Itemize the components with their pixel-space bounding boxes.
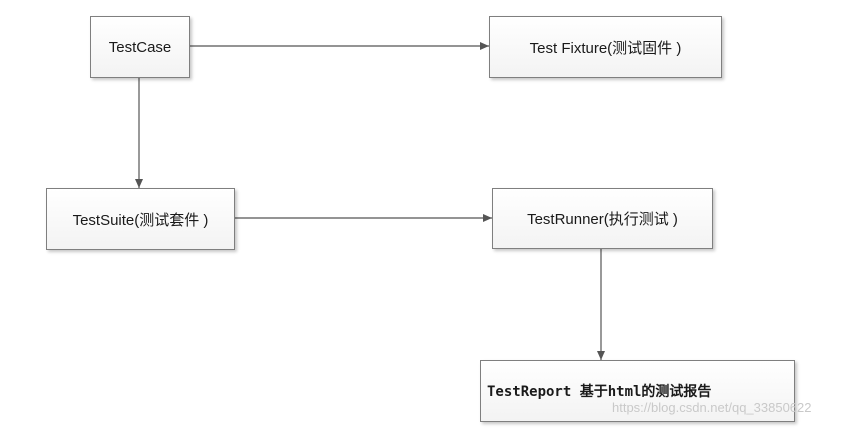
node-testsuite-label: TestSuite(测试套件 ): [72, 211, 209, 229]
watermark: https://blog.csdn.net/qq_33850622: [612, 400, 812, 415]
node-testrunner-label: TestRunner(执行测试 ): [527, 211, 678, 228]
node-testcase-label: TestCase: [108, 38, 172, 56]
node-testsuite: TestSuite(测试套件 ): [46, 188, 235, 250]
node-test-fixture: Test Fixture(测试固件 ): [489, 16, 722, 78]
node-testreport: TestReport 基于html的测试报告: [480, 360, 795, 422]
node-test-fixture-label: Test Fixture(测试固件 ): [529, 39, 682, 57]
node-testrunner: TestRunner(执行测试 ): [492, 188, 713, 249]
node-testcase: TestCase: [90, 16, 190, 78]
node-testreport-label: TestReport 基于html的测试报告: [487, 384, 712, 400]
